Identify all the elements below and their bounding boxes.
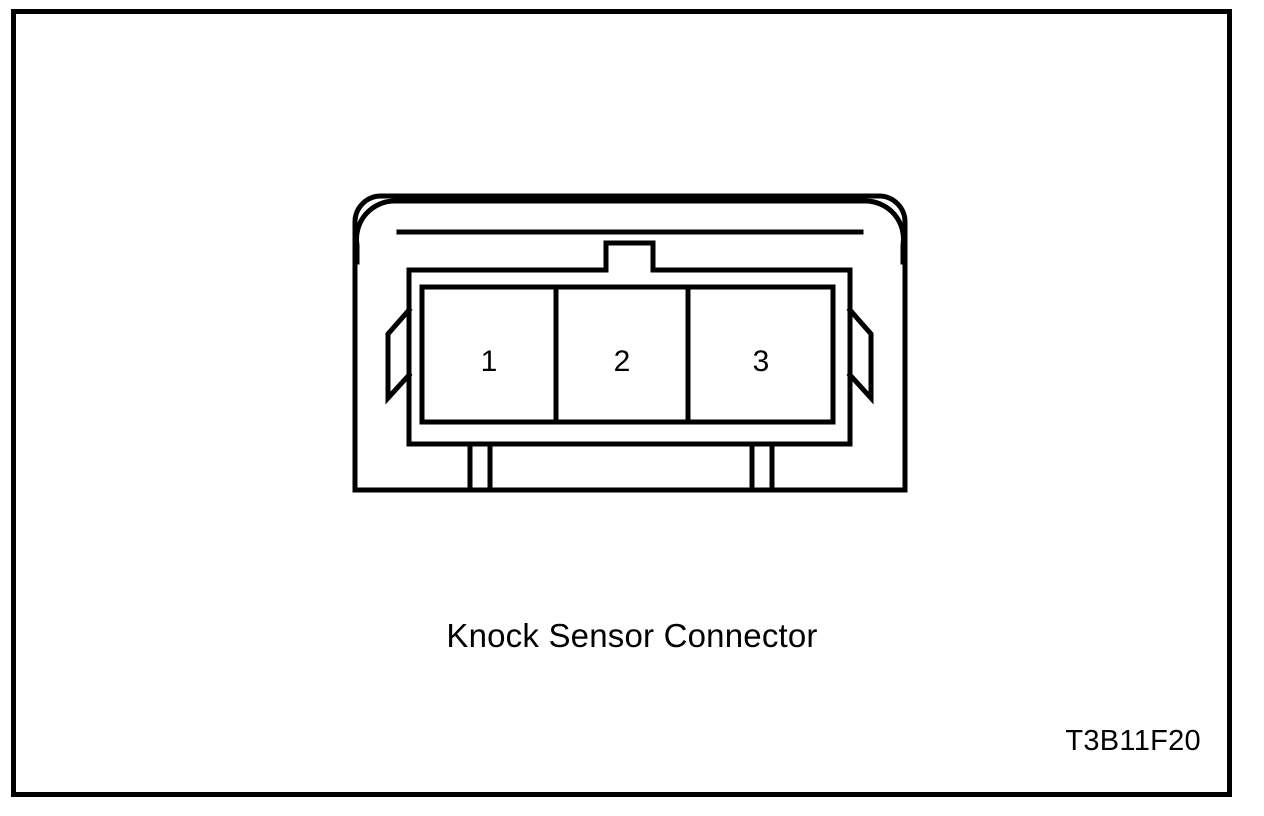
pin-label-2: 2 xyxy=(613,345,631,378)
right-latch xyxy=(846,306,874,405)
left-latch xyxy=(385,306,413,405)
pin-cavity-block xyxy=(419,284,836,425)
housing-top-lip xyxy=(354,198,906,265)
page-frame xyxy=(11,9,1232,797)
figure-reference-code: T3B11F20 xyxy=(1065,725,1201,757)
connector-outer-housing xyxy=(352,193,908,493)
pin-label-1: 1 xyxy=(480,345,498,378)
figure-caption: Knock Sensor Connector xyxy=(446,617,818,654)
pin-label-3: 3 xyxy=(752,345,770,378)
bottom-tab-left xyxy=(467,441,493,493)
bottom-tab-right xyxy=(749,441,775,493)
top-keying-tab xyxy=(406,240,853,447)
